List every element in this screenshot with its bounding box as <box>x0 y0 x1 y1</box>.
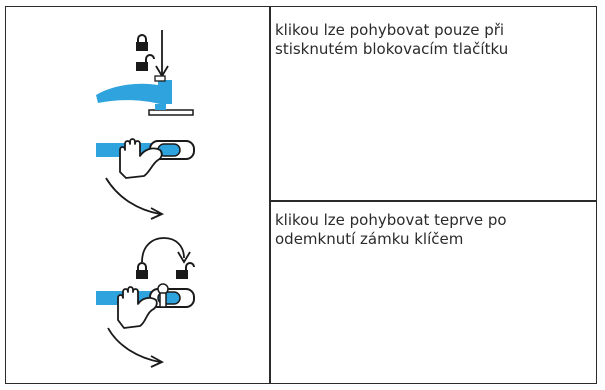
hand-with-key-icon <box>96 283 195 329</box>
key-turn-arrow-icon <box>141 237 191 264</box>
column-divider <box>269 7 271 383</box>
press-down-arrow-icon <box>155 30 169 78</box>
handle-with-pressed-lock-button-icon <box>96 30 195 220</box>
row-divider <box>269 200 596 202</box>
row-2-description: klikou lze pohybovat teprve po odemknutí… <box>275 211 507 248</box>
handle-with-key-lock-icon <box>96 237 195 368</box>
unlocked-padlock-icon <box>176 262 195 279</box>
window-handle-side-icon <box>96 75 194 116</box>
locked-padlock-icon <box>136 262 148 279</box>
table-frame <box>5 6 597 384</box>
row-1-description: klikou lze pohybovat pouze při stisknuté… <box>275 21 509 58</box>
hand-pressing-button-icon <box>96 138 195 179</box>
rotation-arrow-icon <box>107 327 165 368</box>
locked-padlock-icon <box>136 34 148 51</box>
unlocked-padlock-icon <box>136 54 155 71</box>
rotation-arrow-icon <box>105 177 165 220</box>
